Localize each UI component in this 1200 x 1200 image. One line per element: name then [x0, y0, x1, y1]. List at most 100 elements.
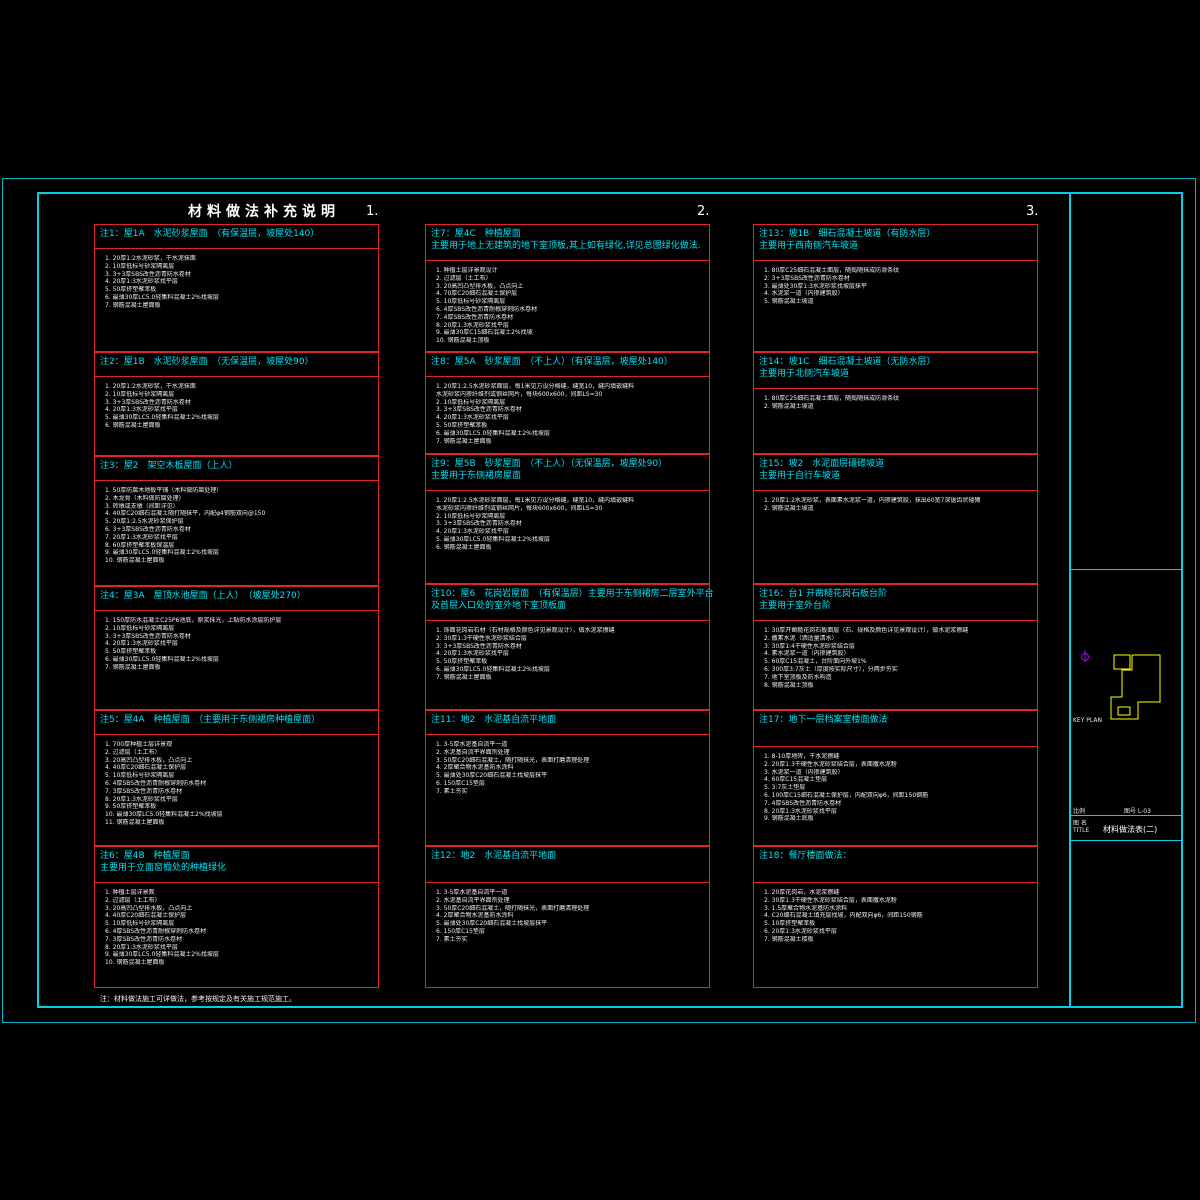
note-header: 注3：屋2 架空木板屋面（上人）: [95, 457, 378, 481]
note-item: 3. 3+3厚SBS改性沥青防水卷材: [436, 642, 522, 650]
note-item: 7. 3厚SBS改性沥青防水卷材: [105, 935, 183, 943]
note-item: 5. 最薄处30厚C20细石混凝土找坡层抹平: [436, 772, 548, 780]
note-box: 注2：屋1B 水泥砂浆屋面 （无保温层，坡屋处90）1. 20厚1:2水泥砂浆，…: [94, 352, 379, 456]
note-list: 1. 20厚1:2水泥砂浆，表面素水泥浆一道，内掺建筑胶，抹出60宽7深锯齿状礓…: [754, 491, 1037, 513]
note-item: 1. 20厚1:2.5水泥砂浆面层，每1米见方设分格缝，缝宽10，缝内填嵌缝料: [436, 383, 635, 390]
note-item: 1. 20厚花岗岩，水泥浆擦缝: [764, 889, 840, 896]
note-item: 4. 素水泥浆一道（内掺建筑胶）: [764, 650, 850, 658]
note-item: 2. 10厚低标号砂浆隔离层: [436, 398, 506, 406]
note-item: 5. 3:7灰土垫层: [764, 784, 806, 792]
note-item: 1. 种植土层详景观设计: [436, 267, 498, 274]
note-title: 注9：屋5B 砂浆屋面 （不上人）（无保温层，坡屋处90）: [431, 459, 668, 469]
drawing-title: 材料做法表(二): [1103, 825, 1158, 834]
note-header: 注14：坡1C 细石混凝土坡道（无防水层）主要用于北侧汽车坡道: [754, 353, 1037, 389]
note-item: 4. 40厚C20细石混凝土保护层: [105, 764, 187, 772]
note-subtitle: 主要用于地上无建筑的地下室顶板,其上如有绿化,详见总图绿化做法.: [431, 241, 701, 251]
north-arrow-icon: [1081, 650, 1089, 662]
note-item: 6. 4厚SBS改性沥青耐根穿刺防水卷材: [436, 305, 538, 313]
note-item: 6. 20厚1:3水泥砂浆找平层: [764, 927, 837, 935]
note-item: 8. 20厚1:3水泥砂浆找平层: [105, 943, 178, 951]
note-item: 7. 钢筋混凝土楼板: [764, 935, 814, 943]
title-label: 图 名 TITLE: [1073, 820, 1090, 834]
note-item: 3. 20高凹凸型排水板，凸点向上: [105, 756, 193, 764]
note-title: 注15：坡2 水泥面层礓礤坡道: [759, 459, 885, 469]
outer-frame: [2, 178, 1196, 1023]
note-item: 7. 钢筋混凝土屋面板: [105, 663, 161, 671]
note-title: 注5：屋4A 种植屋面 （主要用于东侧裙房种植屋面）: [100, 715, 321, 725]
note-item: 5. 最薄30厚LC5.0轻集料混凝土2%找坡层: [436, 535, 550, 543]
note-list: 1. 20厚1:2.5水泥砂浆面层，每1米见方设分格缝，缝宽10，缝内填嵌缝料 …: [426, 491, 709, 552]
note-item: 6. 钢筋混凝土屋面板: [436, 543, 492, 551]
note-subtitle: 主要用于西南侧汽车坡道: [759, 241, 859, 251]
note-item: 1. 150厚防水混凝土C25P6池底，原浆抹光，上贴防水涂层防护层: [105, 617, 282, 624]
note-title: 注3：屋2 架空木板屋面（上人）: [100, 461, 238, 471]
column-number: 3.: [1026, 204, 1039, 219]
note-item: 7. 素土夯实: [436, 935, 468, 943]
note-item: 7. 素土夯实: [436, 787, 468, 795]
note-item: 5. 50厚挤塑聚苯板: [105, 286, 157, 294]
note-title: 注16：台1 开凿糙花岗石板台阶: [759, 589, 888, 599]
note-item: 6. 最薄30厚LC5.0轻集料混凝土2%找坡层: [436, 665, 550, 673]
note-item: 7. 钢筋混凝土屋面板: [105, 301, 161, 309]
note-item: 3. 水泥浆一道（内掺建筑胶）: [764, 768, 844, 776]
note-box: 注8：屋5A 砂浆屋面 （不上人）（有保温层，坡屋处140）1. 20厚1:2.…: [425, 352, 710, 454]
note-item: 4. 20厚1:3水泥砂浆找平层: [436, 528, 509, 536]
note-item: 4. 40厚C20细石混凝土随打随抹平，内配φ4钢筋双向@150: [105, 510, 266, 518]
note-item: 4. 20厚1:3水泥砂浆找平层: [105, 406, 178, 414]
note-item: 3. 3+3厚SBS改性沥青防水卷材: [105, 632, 191, 640]
note-item: 3. 1.5厚聚合物水泥基防水涂料: [764, 904, 848, 912]
note-item: 3. 50厚C20细石混凝土，随打随抹光，表面打磨清理处理: [436, 756, 590, 764]
note-item: 6. 最薄30厚LC5.0轻集料混凝土2%找坡层: [436, 429, 550, 437]
note-item: 1. 饰面花岗岩石材（石材规格及颜色详见景观设计），做水泥浆擦缝: [436, 627, 615, 634]
note-item: 4. 20厚1:3水泥砂浆找平层: [105, 278, 178, 286]
note-item: 3. 30厚1:4干硬性水泥砂浆结合层: [764, 642, 855, 650]
note-subtitle: 主要用于室外台阶: [759, 601, 832, 611]
note-title: 注10：屋6 花岗岩屋面 （有保温层）主要用于东侧裙房二层室外平台: [431, 589, 714, 599]
note-header: 注10：屋6 花岗岩屋面 （有保温层）主要用于东侧裙房二层室外平台及首层入口处的…: [426, 585, 714, 621]
note-item: 2. 10厚低标号砂浆隔离层: [105, 624, 175, 632]
note-item: 6. 最薄30厚LC5.0轻集料混凝土2%找坡层: [105, 655, 219, 663]
note-item: 7. 钢筋混凝土屋面板: [436, 673, 492, 681]
note-header: 注15：坡2 水泥面层礓礤坡道主要用于自行车坡道: [754, 455, 1037, 491]
column-number: 2.: [697, 204, 710, 219]
note-item: 1. 20厚1:2水泥砂浆，干水泥抹面: [105, 383, 196, 390]
note-item: 3. 3+3厚SBS改性沥青防水卷材: [436, 406, 522, 414]
drawing-frame: [37, 192, 1183, 1008]
note-item: 1. 20厚1:2水泥砂浆，表面素水泥浆一道，内掺建筑胶，抹出60宽7深锯齿状礓…: [764, 497, 981, 504]
note-title: 注6：屋4B 种植屋面: [100, 851, 190, 861]
note-item: 1. 3-5厚水泥基自流平一道: [436, 889, 508, 896]
title-block: [1069, 192, 1183, 1008]
note-item: 5. 最薄处30厚C20细石混凝土找坡层抹平: [436, 920, 548, 928]
note-item: 3. 20高凹凸型排水板，凸点向上: [105, 904, 193, 912]
key-plan-label: KEY PLAN: [1073, 717, 1102, 724]
note-item: 8. 20厚1:3水泥砂浆找平层: [764, 807, 837, 815]
note-header: 注4：屋3A 屋顶水池屋面（上人） （坡屋处270）: [95, 587, 378, 611]
note-header: 注9：屋5B 砂浆屋面 （不上人）（无保温层，坡屋处90）主要用于东侧裙房屋面: [426, 455, 709, 491]
column-number: 1.: [366, 204, 379, 219]
note-box: 注15：坡2 水泥面层礓礤坡道主要用于自行车坡道 1. 20厚1:2水泥砂浆，表面…: [753, 454, 1038, 584]
note-box: 注16：台1 开凿糙花岗石板台阶主要用于室外台阶 1. 30厚开凿糙花岗石板面层（…: [753, 584, 1038, 710]
note-item: 1. 50厚防腐木地板平铺（木料做防腐处理）: [105, 487, 223, 494]
note-item: 1. 80厚C25细石混凝土面层，随捣随抹成防滑条纹: [764, 395, 900, 402]
note-item: 1. 700厚种植土层详景观: [105, 741, 173, 748]
note-item: 4. 40厚C20细石混凝土保护层: [105, 912, 187, 920]
title-block-divider: [1071, 815, 1183, 816]
note-item: 2. 过滤层（土工布）: [105, 896, 161, 904]
note-item: 6. 300厚3:7灰土（厚度按实际尺寸），分两步夯实: [764, 665, 898, 673]
note-item: 10. 钢筋混凝土屋面板: [105, 557, 165, 565]
note-item: 5. 最薄30厚LC5.0轻集料混凝土2%找坡层: [105, 414, 219, 422]
note-item: 2. 钢筋混凝土坡道: [764, 504, 814, 512]
note-item: 1. 8-10厚地砖，干水泥擦缝: [764, 753, 840, 760]
note-item: 6. 150厚C15垫层: [436, 779, 485, 787]
